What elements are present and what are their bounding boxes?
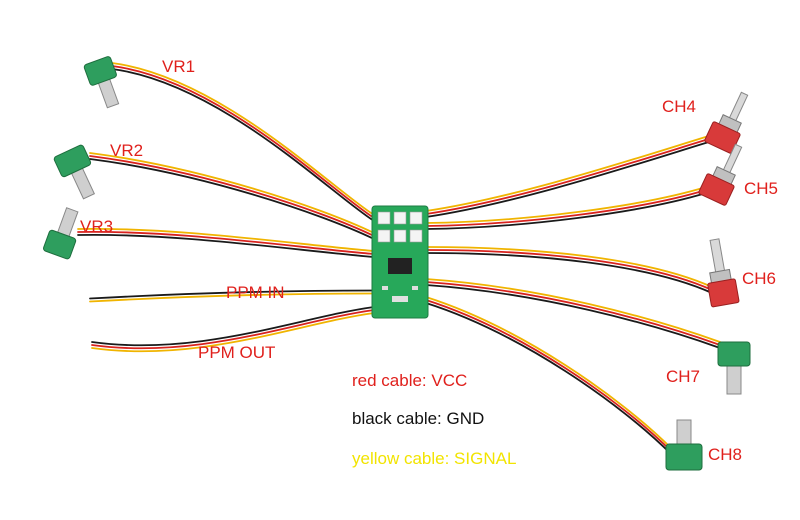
- label-ppm-in: PPM IN: [226, 283, 285, 302]
- ch5-toggle-switch-icon: [698, 143, 743, 206]
- ch8-potentiometer-icon: [665, 419, 703, 471]
- vr3-potentiometer-icon: [43, 207, 79, 260]
- ppm-in-wire: [89, 289, 375, 300]
- ppm-out-wire: [91, 309, 375, 350]
- label-vr1: VR1: [162, 57, 196, 76]
- ppm-in-wire: [89, 292, 375, 303]
- ch5-wire: [425, 192, 707, 230]
- label-vr3: VR3: [80, 217, 114, 236]
- ch6-wire: [425, 246, 713, 288]
- label-ch4: CH4: [662, 97, 697, 116]
- ch5-wire: [425, 189, 707, 227]
- ch7-potentiometer-icon: [717, 341, 751, 395]
- ch4-wire: [425, 140, 713, 218]
- ch4-toggle-switch-icon: [704, 91, 749, 154]
- ppm-out-wire: [91, 306, 375, 347]
- label-ppm-out: PPM OUT: [198, 343, 276, 362]
- ch6-toggle-switch-icon: [707, 238, 740, 308]
- ch8-wire: [425, 296, 673, 450]
- ch8-wire: [425, 299, 673, 453]
- ch7-wire: [425, 284, 721, 349]
- vr2-wire: [89, 158, 375, 240]
- label-ch8: CH8: [708, 445, 743, 464]
- label-ch5: CH5: [744, 179, 779, 198]
- legend-black-cable: black cable: GND: [352, 409, 485, 428]
- vr3-wire: [77, 227, 375, 252]
- pcb-module-icon: [371, 205, 429, 319]
- vr2-wire: [89, 152, 375, 234]
- ch8-wire: [425, 302, 673, 456]
- vr1-potentiometer-icon: [83, 56, 120, 109]
- vr3-wire: [77, 233, 375, 258]
- ch7-wire: [425, 281, 721, 346]
- ch5-wire: [425, 186, 707, 224]
- ch6-wire: [425, 249, 713, 291]
- ppm-out-wire: [91, 312, 375, 353]
- ch4-wire: [425, 137, 713, 215]
- cable-harness: [77, 62, 721, 456]
- label-ch7: CH7: [666, 367, 701, 386]
- vr1-wire: [111, 62, 375, 216]
- legend-red-cable: red cable: VCC: [352, 371, 468, 390]
- legend-yellow-cable: yellow cable: SIGNAL: [352, 449, 517, 468]
- label-vr2: VR2: [110, 141, 144, 160]
- vr2-potentiometer-icon: [53, 144, 96, 200]
- vr3-wire: [77, 230, 375, 255]
- ch7-wire: [425, 278, 721, 343]
- vr1-wire: [111, 68, 375, 222]
- vr1-wire: [111, 65, 375, 219]
- label-ch6: CH6: [742, 269, 777, 288]
- vr2-wire: [89, 155, 375, 237]
- ch6-wire: [425, 252, 713, 294]
- ch4-wire: [425, 134, 713, 212]
